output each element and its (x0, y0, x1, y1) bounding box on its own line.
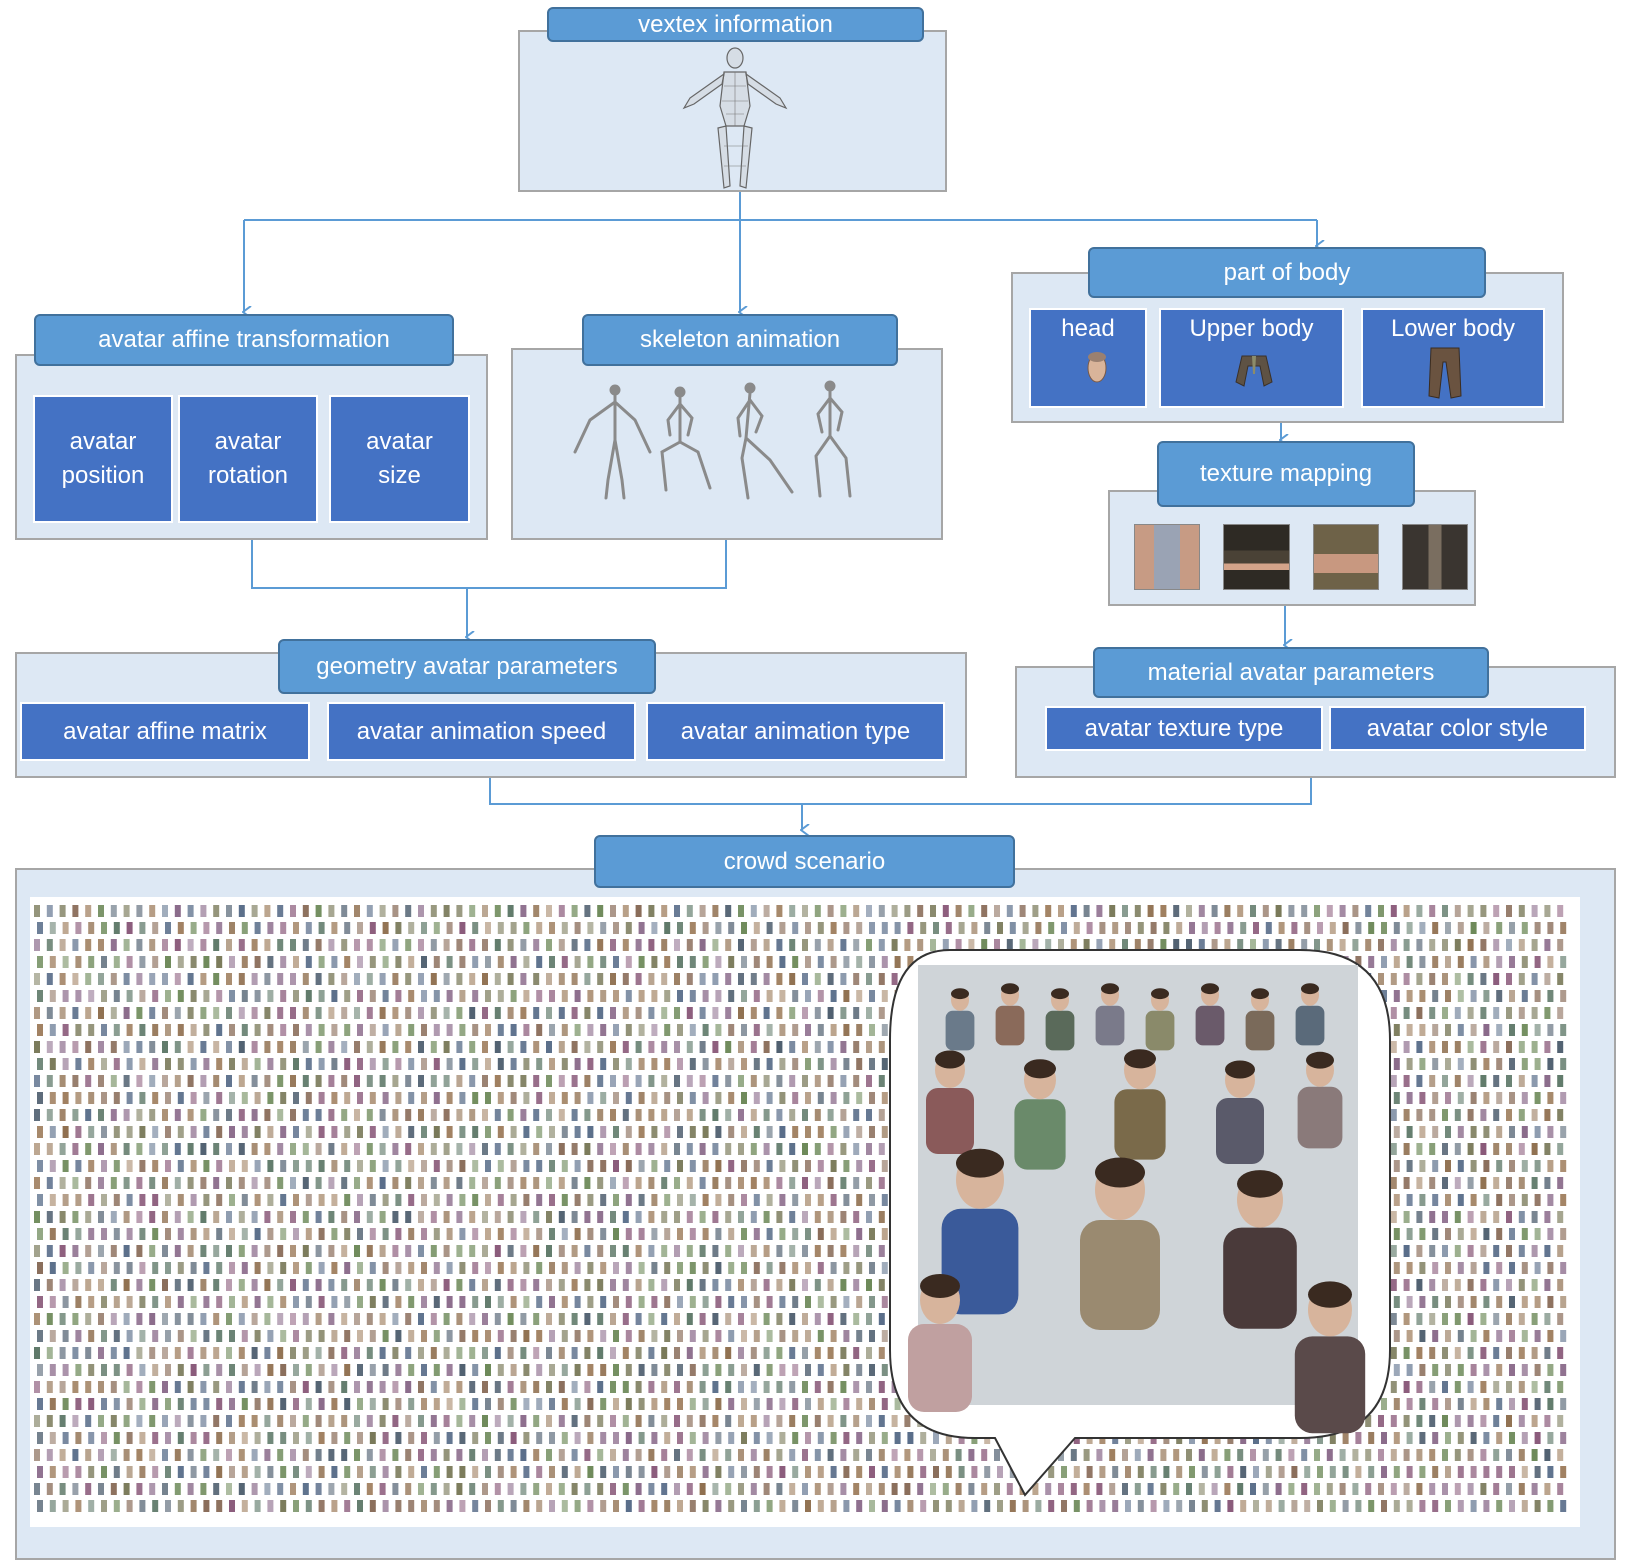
texture-title: texture mapping (1157, 441, 1415, 507)
animation-type-box: avatar animation type (646, 702, 945, 761)
texture-swatch-3 (1313, 524, 1379, 590)
crowd-title: crowd scenario (594, 835, 1015, 888)
animation-speed-box: avatar animation speed (327, 702, 636, 761)
upper-body-label: Upper body (1189, 315, 1314, 342)
texture-swatch-4 (1402, 524, 1468, 590)
head-box: head (1029, 308, 1147, 408)
connector-vertex-split (244, 192, 1317, 221)
affine-matrix-box: avatar affine matrix (20, 702, 310, 761)
lower-body-label: Lower body (1390, 315, 1516, 342)
vertex-title: vextex information (547, 7, 924, 42)
head-label: head (1061, 315, 1115, 342)
geometry-title: geometry avatar parameters (278, 639, 656, 694)
head-icon (1087, 352, 1107, 383)
wireframe-body-icon (682, 47, 788, 189)
texture-swatch-2 (1223, 524, 1290, 590)
connector-affine-skeleton (251, 540, 727, 589)
body-title: part of body (1088, 247, 1486, 298)
material-title: material avatar parameters (1093, 647, 1489, 698)
upper-body-icon (1235, 355, 1273, 387)
skeleton-poses-icon (573, 380, 852, 500)
texture-swatch-1 (1134, 524, 1200, 590)
texture-type-box: avatar texture type (1045, 706, 1323, 751)
color-style-box: avatar color style (1329, 706, 1586, 751)
vertex-panel (518, 30, 947, 192)
lower-body-icon (1428, 347, 1462, 399)
connector-geometry-material (489, 778, 1312, 805)
crowd-image (30, 897, 1580, 1527)
skeleton-title: skeleton animation (582, 314, 898, 366)
affine-title: avatar affine transformation (34, 314, 454, 366)
crowd-figures (34, 905, 1567, 1512)
